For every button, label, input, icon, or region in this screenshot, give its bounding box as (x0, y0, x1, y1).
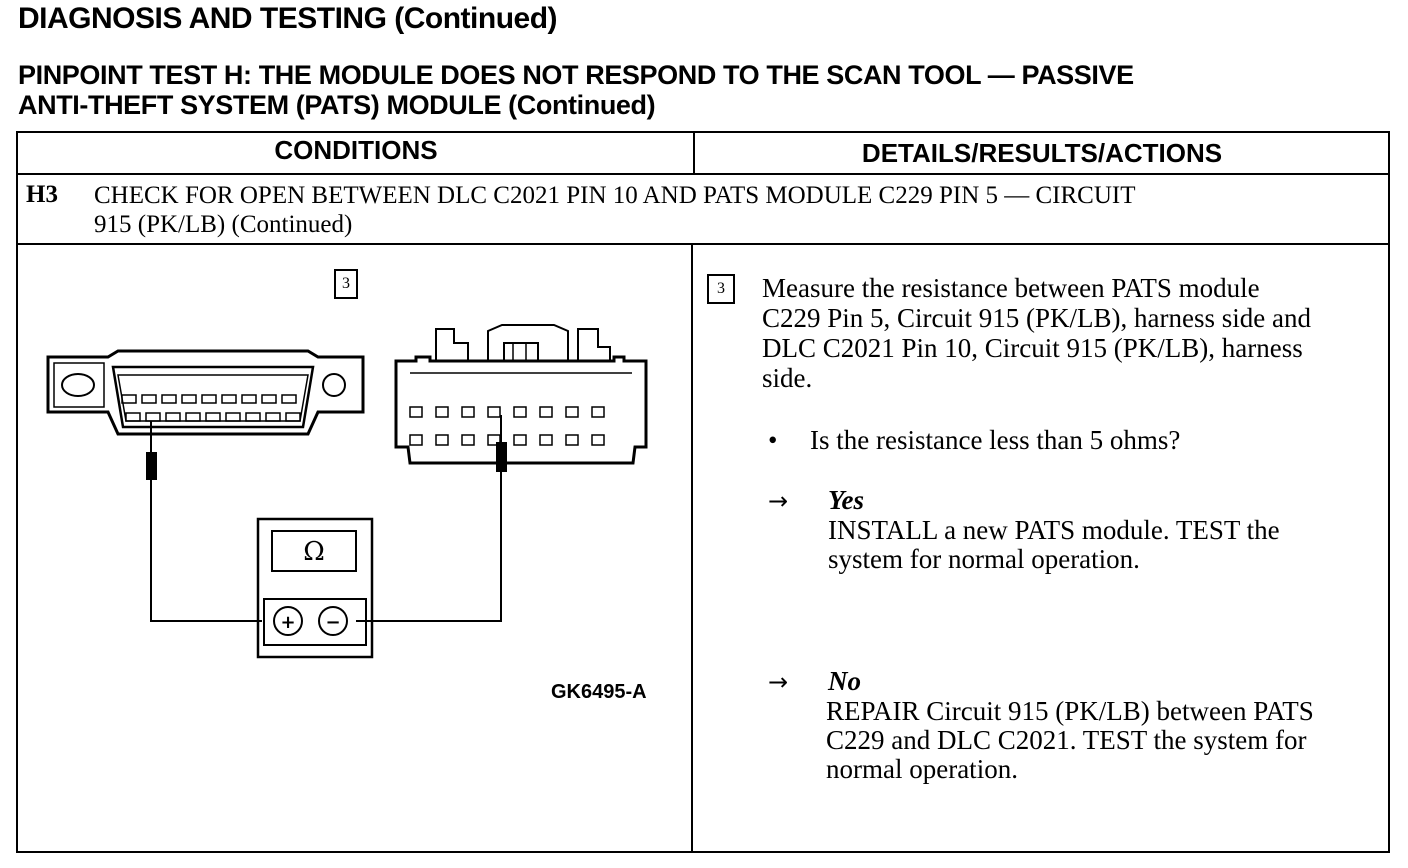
instruction-line: C229 Pin 5, Circuit 915 (PK/LB), harness… (762, 303, 1311, 333)
no-action-line: normal operation. (826, 754, 1018, 784)
dlc-pins (121, 394, 301, 422)
test-leads (146, 415, 507, 622)
arrow-right-icon: → (768, 668, 789, 696)
no-action-line: C229 and DLC C2021. TEST the system for (826, 725, 1307, 755)
instruction-line: side. (762, 363, 813, 393)
page-title: DIAGNOSIS AND TESTING (Continued) (18, 2, 558, 35)
pinpoint-test-title: PINPOINT TEST H: THE MODULE DOES NOT RES… (18, 60, 1134, 120)
no-action-line: REPAIR Circuit 915 (PK/LB) between PATS (826, 696, 1314, 726)
column-header-conditions: CONDITIONS (274, 135, 438, 165)
yes-action: INSTALL a new PATS module. TEST the syst… (828, 516, 1280, 574)
plus-terminal: + (280, 612, 295, 633)
instruction-line: DLC C2021 Pin 10, Circuit 915 (PK/LB), h… (762, 333, 1303, 363)
no-action: REPAIR Circuit 915 (PK/LB) between PATS … (826, 697, 1314, 784)
step-title-line: CHECK FOR OPEN BETWEEN DLC C2021 PIN 10 … (94, 182, 1136, 209)
step-title-line: 915 (PK/LB) (Continued) (94, 211, 353, 238)
figure-code: GK6495-A (551, 681, 647, 703)
ohm-symbol: Ω (303, 537, 325, 567)
row-divider (18, 173, 1388, 175)
details-step-number-box: 3 (707, 274, 735, 304)
arrow-right-icon: → (768, 487, 789, 515)
pats-pins (409, 406, 605, 446)
connector-diagram: Ω + − (46, 324, 648, 659)
yes-label: Yes (828, 485, 864, 515)
column-header-details: DETAILS/RESULTS/ACTIONS (861, 138, 1223, 168)
yes-action-line: system for normal operation. (828, 544, 1140, 574)
header-divider (693, 133, 695, 173)
row-divider (18, 243, 1388, 245)
bullet-icon: • (768, 425, 778, 455)
test-title-line: ANTI-THEFT SYSTEM (PATS) MODULE (Continu… (18, 90, 656, 120)
yes-action-line: INSTALL a new PATS module. TEST the (828, 515, 1280, 545)
instruction-line: Measure the resistance between PATS modu… (762, 273, 1260, 303)
instruction-text: Measure the resistance between PATS modu… (762, 273, 1311, 393)
test-table: CONDITIONS DETAILS/RESULTS/ACTIONS H3 CH… (16, 131, 1390, 853)
test-title-line: PINPOINT TEST H: THE MODULE DOES NOT RES… (18, 60, 1134, 90)
step-title: CHECK FOR OPEN BETWEEN DLC C2021 PIN 10 … (94, 181, 1136, 239)
step-id: H3 (26, 181, 58, 208)
minus-terminal: − (325, 612, 340, 633)
no-label: No (828, 666, 861, 696)
question-text: Is the resistance less than 5 ohms? (810, 425, 1181, 455)
column-divider (691, 243, 693, 851)
step-number-box: 3 (334, 269, 358, 299)
dlc-connector-drawing (46, 349, 365, 436)
pats-connector-drawing (394, 324, 648, 465)
ohmmeter-drawing (256, 517, 374, 659)
